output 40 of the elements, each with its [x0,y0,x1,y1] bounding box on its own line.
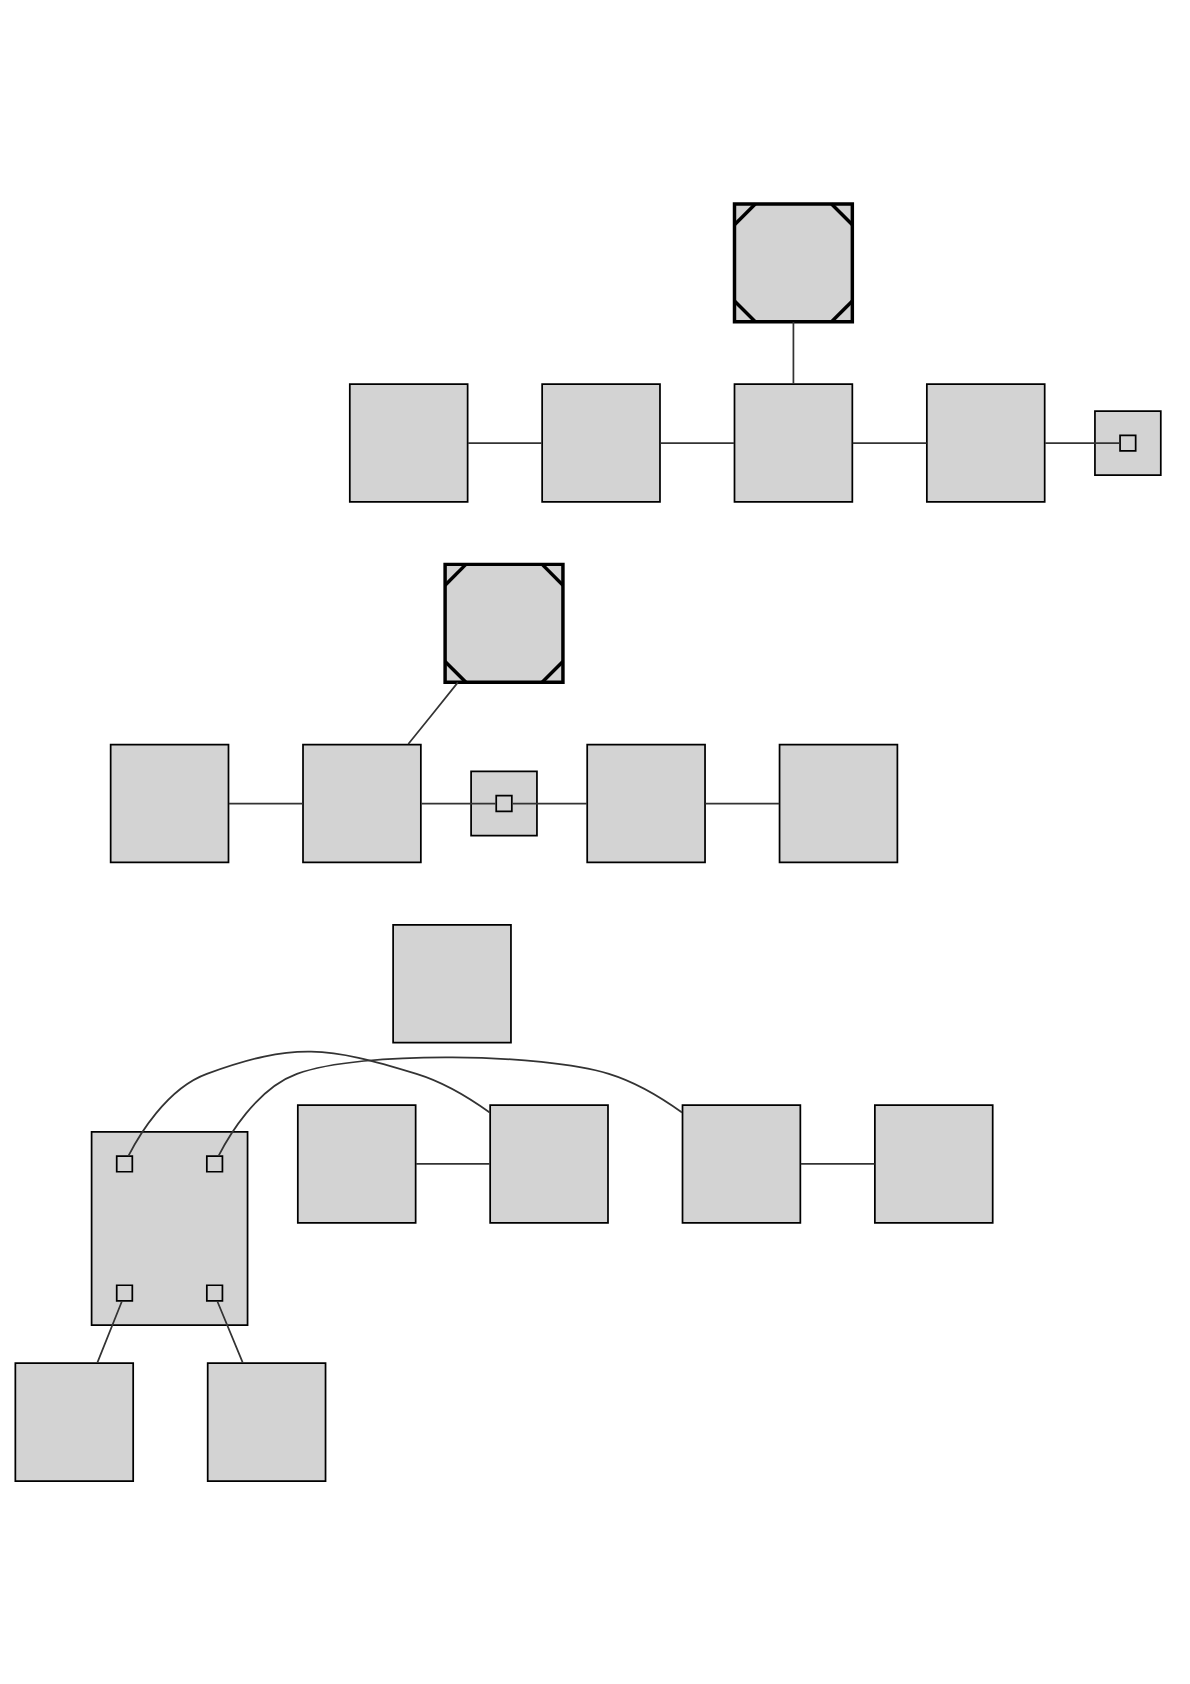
connector [228,802,304,804]
node-box [302,743,422,863]
connector [216,1300,244,1363]
connector [217,1055,683,1157]
connector [799,1162,876,1165]
node-box [205,1283,224,1302]
node-box [681,1103,802,1224]
node-box [489,1103,609,1224]
cluster [90,1130,249,1326]
node-box [733,382,854,503]
connector [1044,441,1121,444]
node-box [1119,433,1137,452]
node-box [392,923,512,1043]
connector [851,441,928,444]
cluster [470,770,538,836]
node-box [115,1154,134,1173]
node-box [206,1361,327,1482]
node-box [926,382,1046,503]
node-box [205,1154,224,1173]
cluster [1094,409,1162,476]
node-box [14,1361,135,1482]
node-box [874,1103,994,1224]
node-box [541,382,661,503]
connector [96,1300,123,1363]
connector [420,802,497,804]
connector [511,802,588,804]
connector [467,441,543,444]
connector [792,320,795,384]
node-box [115,1283,134,1302]
connector [704,802,781,804]
connector [659,441,736,444]
connector [127,1050,491,1157]
node-box [296,1103,417,1224]
node-box [495,794,513,812]
connector [407,681,459,745]
node-box [778,743,899,863]
connector [415,1162,491,1165]
node-box [109,743,230,863]
node-box [586,743,706,863]
node-box [348,382,469,503]
